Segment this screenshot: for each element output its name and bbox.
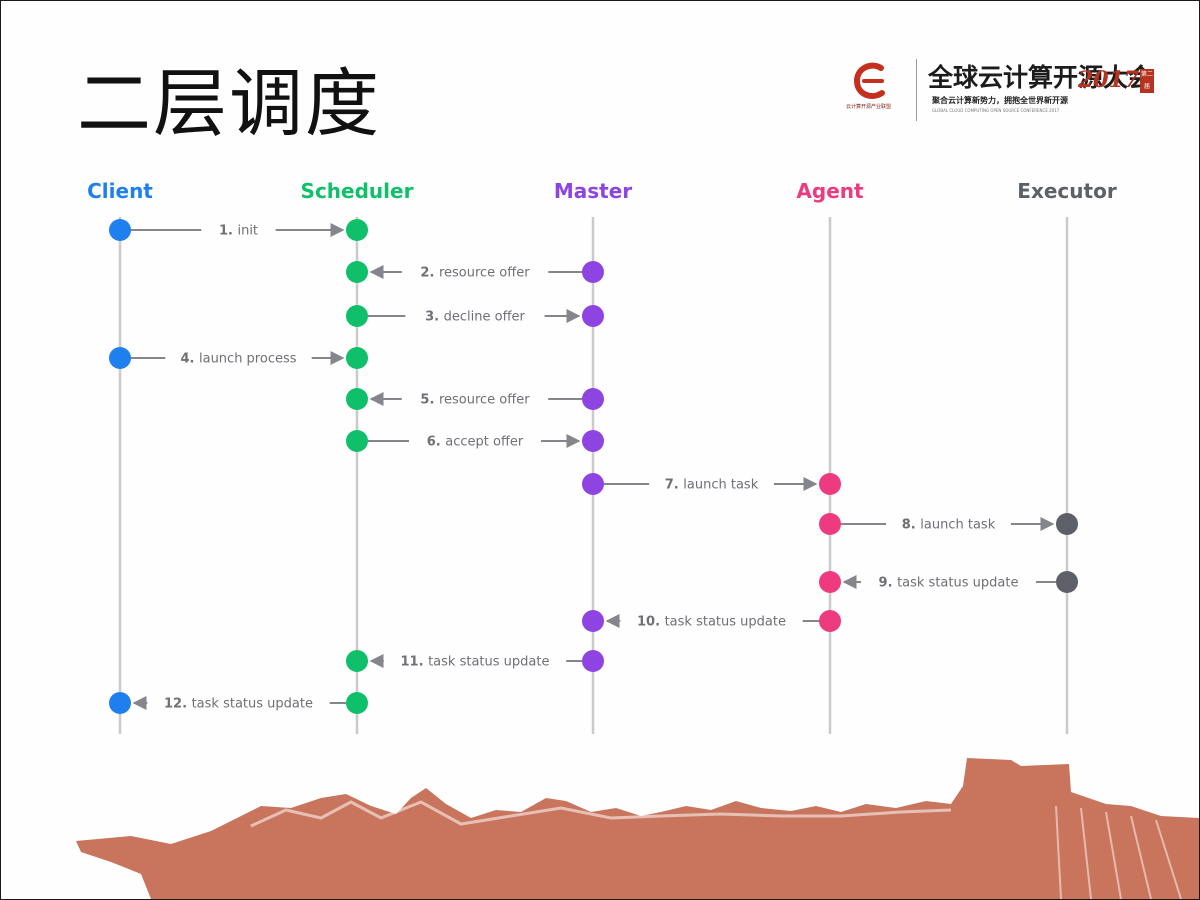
message-text: resource offer: [439, 393, 530, 408]
activation-dot-agent: [819, 473, 841, 495]
message-number: 1.: [219, 224, 238, 239]
activation-dot-agent: [819, 610, 841, 632]
actor-label-scheduler: Scheduler: [301, 179, 414, 203]
activation-dot-master: [582, 430, 604, 452]
logo-badge: 第二届: [1140, 69, 1154, 93]
message-label-11: 11. task status update: [401, 655, 550, 670]
message-number: 12.: [164, 697, 192, 712]
message-text: task status update: [428, 655, 549, 670]
message-label-6: 6. accept offer: [427, 435, 524, 450]
activation-dot-master: [582, 261, 604, 283]
activation-dot-master: [582, 388, 604, 410]
activation-dot-agent: [819, 513, 841, 535]
message-number: 7.: [665, 478, 684, 493]
message-text: task status update: [192, 697, 313, 712]
message-number: 3.: [425, 310, 444, 325]
message-text: launch task: [920, 518, 995, 533]
message-label-2: 2. resource offer: [420, 266, 530, 281]
message-number: 11.: [401, 655, 429, 670]
message-number: 10.: [637, 615, 665, 630]
message-label-8: 8. launch task: [902, 518, 996, 533]
activation-dot-master: [582, 610, 604, 632]
message-number: 2.: [420, 266, 439, 281]
logo-org-name: 云计算开源产业联盟: [846, 104, 892, 110]
message-text: launch task: [683, 478, 758, 493]
sequence-diagram: Client Scheduler Master Agent Executor 1. ini…: [87, 179, 1117, 734]
message-label-12: 12. task status update: [164, 697, 313, 712]
activation-dot-master: [582, 650, 604, 672]
actor-label-executor: Executor: [1017, 179, 1117, 203]
message-label-7: 7. launch task: [665, 478, 759, 493]
message-text: accept offer: [445, 435, 524, 450]
logo-subtitle: 聚合云计算新势力，拥抱全世界新开源: [932, 96, 1068, 105]
activation-dot-master: [582, 473, 604, 495]
alliance-logo-icon: [853, 62, 885, 99]
activation-dot-scheduler: [346, 388, 368, 410]
activation-dot-client: [109, 219, 131, 241]
activation-dot-client: [109, 692, 131, 714]
message-text: decline offer: [444, 310, 526, 325]
message-number: 6.: [427, 435, 446, 450]
logo-year: 2017: [1078, 67, 1140, 93]
actor-label-client: Client: [87, 179, 153, 203]
message-label-9: 9. task status update: [879, 576, 1019, 591]
activation-dot-scheduler: [346, 650, 368, 672]
message-label-4: 4. launch process: [180, 352, 296, 367]
actor-label-master: Master: [554, 179, 632, 203]
message-label-10: 10. task status update: [637, 615, 786, 630]
activation-dot-scheduler: [346, 430, 368, 452]
message-number: 5.: [420, 393, 439, 408]
message-text: task status update: [665, 615, 786, 630]
slide-title: 二层调度: [77, 61, 381, 147]
message-text: init: [237, 224, 258, 239]
message-label-1: 1. init: [219, 224, 258, 239]
activation-dot-scheduler: [346, 219, 368, 241]
logo-divider: [916, 59, 917, 121]
activation-dot-master: [582, 305, 604, 327]
actor-label-agent: Agent: [796, 179, 864, 203]
activation-dot-scheduler: [346, 692, 368, 714]
message-number: 9.: [879, 576, 898, 591]
activation-dot-executor: [1056, 571, 1078, 593]
message-label-3: 3. decline offer: [425, 310, 525, 325]
activation-dot-scheduler: [346, 261, 368, 283]
activation-dot-executor: [1056, 513, 1078, 535]
message-text: task status update: [897, 576, 1018, 591]
logo-conference-title: 全球云计算开源大会: [928, 63, 1154, 92]
message-number: 4.: [180, 352, 199, 367]
great-wall-illustration: [76, 758, 1199, 899]
activation-dot-agent: [819, 571, 841, 593]
logo-subtitle-english: GLOBAL CLOUD COMPUTING OPEN SOURCE CONFE…: [932, 108, 1060, 113]
message-text: launch process: [199, 352, 297, 367]
message-number: 8.: [902, 518, 921, 533]
message-label-5: 5. resource offer: [420, 393, 530, 408]
activation-dot-scheduler: [346, 305, 368, 327]
conference-logo: 云计算开源产业联盟 全球云计算开源大会 2017 第二届 聚合云计算新势力，拥抱…: [846, 59, 1158, 121]
message-text: resource offer: [439, 266, 530, 281]
activation-dot-scheduler: [346, 347, 368, 369]
activation-dot-client: [109, 347, 131, 369]
